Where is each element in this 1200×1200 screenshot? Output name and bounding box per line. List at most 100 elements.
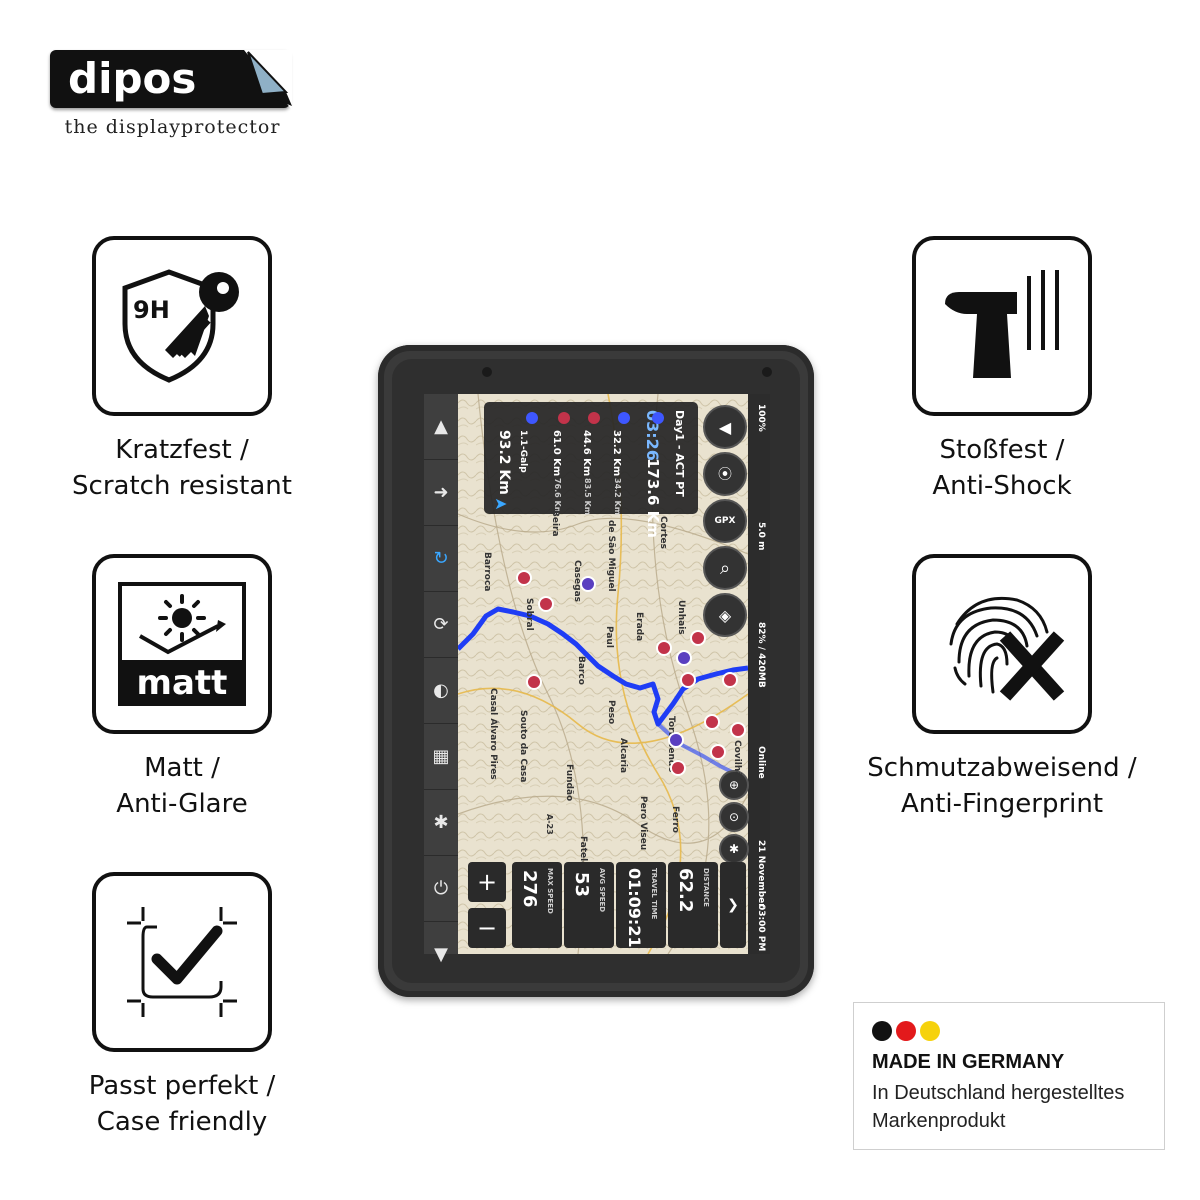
label-line: Anti-Shock: [932, 471, 1072, 501]
label-line: Kratzfest /: [115, 435, 249, 465]
avg-speed-value: 53: [571, 872, 592, 898]
network-status: Online: [756, 746, 766, 779]
waypoint-1-distance: 32.2 Km: [611, 430, 622, 477]
waypoint-pin-icon: [618, 412, 630, 424]
nav-down-arrow-icon[interactable]: ▼: [434, 944, 448, 965]
logo-wordmark: dipos: [68, 54, 197, 103]
nav-up-arrow-icon[interactable]: ▲: [424, 394, 458, 460]
feature-shock-label: Stoßfest / Anti-Shock: [852, 432, 1152, 504]
poi-marker: [668, 732, 684, 748]
label-line: Anti-Glare: [116, 789, 248, 819]
map-label: Cortes: [658, 516, 668, 549]
sensor-dot: [762, 367, 772, 377]
avg-speed-label: AVG SPEED: [598, 868, 606, 913]
feature-matt-box: matt: [92, 554, 272, 734]
nav-gear-icon[interactable]: ✱: [424, 790, 458, 856]
map-label: Peso: [606, 700, 616, 725]
distance-card: DISTANCE 62.2: [668, 862, 718, 948]
record-icon[interactable]: ⦿: [703, 452, 747, 496]
label-line: Scratch resistant: [72, 471, 292, 501]
globe-icon[interactable]: ⊕: [719, 770, 749, 800]
flag-dot-red: [896, 1021, 916, 1041]
badge-9h: 9H: [133, 296, 170, 324]
map-label: Unhais: [676, 600, 686, 635]
mig-line: In Deutschland hergestelltes: [872, 1082, 1125, 1104]
waypoint-1-detail: 34.2 Km: [613, 478, 622, 516]
gpx-button[interactable]: GPX: [703, 499, 747, 543]
map-label: Paul: [604, 626, 614, 648]
label-line: Schmutzabweisend /: [867, 753, 1137, 783]
map-label: Fundão: [564, 764, 574, 802]
chevron-down-icon[interactable]: ❯: [720, 862, 746, 948]
waypoint-pin-icon: [558, 412, 570, 424]
nav-route-icon[interactable]: ⟳: [424, 592, 458, 658]
next-stop-label: 1.1-Galp: [518, 430, 528, 473]
zoom-out-button[interactable]: −: [468, 908, 506, 948]
waypoint-3-distance: 61.0 Km: [551, 430, 562, 477]
made-in-germany-badge: MADE IN GERMANY In Deutschland hergestel…: [853, 1002, 1165, 1150]
poi-marker: [722, 672, 738, 688]
map-label: Barroca: [482, 552, 492, 592]
label-line: Matt /: [144, 753, 220, 783]
battery-status: 100%: [756, 404, 766, 432]
sun-glare-icon: matt: [118, 582, 246, 706]
waypoint-2-detail: 83.5 Km: [583, 478, 592, 516]
nav-forward-icon[interactable]: ➜: [424, 460, 458, 526]
nav-grid-icon[interactable]: ▦: [424, 724, 458, 790]
logo-plate: dipos: [50, 50, 292, 110]
made-in-germany-text: In Deutschland hergestelltes Markenprodu…: [872, 1079, 1162, 1135]
map-label: Barco: [576, 656, 586, 685]
avg-speed-card: AVG SPEED 53: [564, 862, 614, 948]
distance-value: 62.2: [675, 868, 696, 913]
map-label: Souto da Casa: [518, 710, 528, 783]
poi-marker: [538, 596, 554, 612]
feature-scratch-box: 9H: [92, 236, 272, 416]
map-label: A-23: [545, 814, 554, 835]
feature-matt-label: Matt / Anti-Glare: [32, 750, 332, 822]
map-label: de São Miguel: [606, 520, 616, 592]
poi-marker: [670, 760, 686, 776]
feature-fingerprint-box: [912, 554, 1092, 734]
max-speed-value: 276: [519, 870, 540, 908]
feature-shock-box: [912, 236, 1092, 416]
travel-time-card: TRAVEL TIME 01:09:21: [616, 862, 666, 948]
layers-icon[interactable]: ◈: [703, 593, 747, 637]
mig-line: Markenprodukt: [872, 1110, 1006, 1132]
feature-scratch: 9H Kratzfest / Scratch resistant: [72, 236, 292, 501]
waypoint-2-distance: 44.6 Km: [581, 430, 592, 477]
map-label: Beira: [550, 510, 560, 537]
shield-key-icon: 9H: [122, 269, 239, 383]
travel-time-value: 01:09:21: [625, 868, 644, 948]
navigation-arrow-icon: ➤: [494, 494, 508, 513]
map-label: Ferro: [670, 806, 680, 833]
compass-arrow-icon[interactable]: ◀: [703, 405, 747, 449]
route-panel[interactable]: Day1 - ACT PT 03:26 173.6 Km 32.2 Km 34.…: [484, 402, 698, 538]
made-in-germany-title: MADE IN GERMANY: [872, 1051, 1065, 1073]
feature-case-label: Passt perfekt / Case friendly: [32, 1068, 332, 1140]
nav-globe-icon[interactable]: ◐: [424, 658, 458, 724]
poi-marker: [516, 570, 532, 586]
max-speed-label: MAX SPEED: [546, 868, 554, 914]
nav-navigation-icon[interactable]: ↻: [424, 526, 458, 592]
fingerprint-x-icon: [949, 596, 1065, 701]
label-line: Passt perfekt /: [88, 1071, 276, 1101]
search-icon[interactable]: ⌕: [703, 546, 747, 590]
poi-marker: [526, 674, 542, 690]
poi-marker: [580, 576, 596, 592]
zoom-in-button[interactable]: +: [468, 862, 506, 902]
gps-accuracy: 5.0 m: [756, 522, 766, 551]
poi-marker: [656, 640, 672, 656]
fuel-pin-icon: [526, 412, 538, 424]
date-status: 21 November: [756, 840, 766, 908]
feature-shock: Stoßfest / Anti-Shock: [912, 236, 1092, 501]
fuel-pin-icon: [652, 412, 664, 424]
checkmark-frame-icon: [127, 907, 237, 1017]
nav-power-icon[interactable]: ⏻: [424, 856, 458, 922]
gear-icon[interactable]: ✱: [719, 834, 749, 864]
camera-lens: [482, 367, 492, 377]
map-label: Alcaria: [618, 738, 628, 774]
waypoint-pin-icon: [588, 412, 600, 424]
lock-icon[interactable]: ⊙: [719, 802, 749, 832]
brand-logo: dipos the displayprotector: [50, 50, 295, 138]
peeled-corner-icon: [244, 50, 292, 110]
